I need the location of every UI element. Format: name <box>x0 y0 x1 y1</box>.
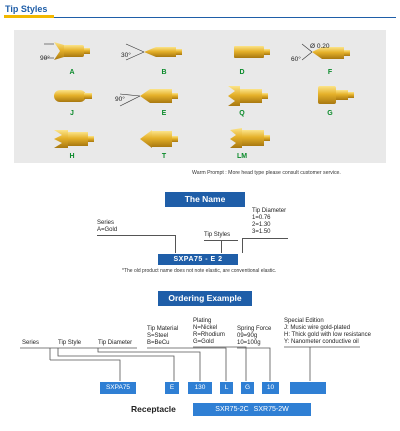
tip-label-g: G <box>327 110 333 117</box>
tip-a-icon <box>54 42 90 60</box>
section-title: Tip Styles <box>5 4 48 14</box>
tip-styles-label: Tip Styles <box>204 232 231 238</box>
receptacle-label: Receptacle <box>131 404 176 414</box>
angle-e: 90° <box>115 96 125 103</box>
ord-tip-material-label: Tip Material <box>147 326 179 332</box>
tip-diameter-value-1: 1=0.76 <box>252 215 271 221</box>
tip-e-icon <box>140 89 178 103</box>
ord-special-1: J: Music wire gold-plated <box>284 325 351 331</box>
ord-plating-3: G=Gold <box>193 339 214 345</box>
ord-tip-material-2: B=BeCu <box>147 340 170 346</box>
ord-box-tip-diameter: 130 <box>188 382 212 394</box>
name-banner: The Name <box>165 192 245 207</box>
tip-diameter-rule <box>242 238 288 239</box>
name-code: SXPA75 - E 2 <box>158 254 238 265</box>
tip-illustrations <box>44 42 354 148</box>
diameter-f: Ø 0.20 <box>310 43 330 50</box>
ord-spring-1: 09=90g <box>237 333 258 339</box>
ord-box-material: L <box>220 382 233 394</box>
ord-spring-label: Spring Force <box>237 326 272 332</box>
ord-special-3: Y: Nanometer conductive oil <box>284 339 359 345</box>
ord-tip-style-label: Tip Style <box>58 340 82 346</box>
tip-b-icon <box>144 47 182 57</box>
ord-box-special <box>290 382 326 394</box>
angle-a: 90° <box>40 55 50 62</box>
name-note: *The old product name does not note elas… <box>122 268 277 274</box>
header-divider <box>4 17 396 18</box>
tip-h-icon <box>54 130 94 148</box>
ord-tip-diameter-label: Tip Diameter <box>98 340 133 346</box>
ord-box-plating: G <box>241 382 254 394</box>
tip-label-a: A <box>69 69 75 76</box>
tip-t-icon <box>140 130 178 148</box>
ord-series-label: Series <box>22 340 40 346</box>
tip-diameter-drop <box>242 238 243 253</box>
tip-diameter-label: Tip Diameter <box>252 208 287 214</box>
tip-q-icon <box>228 86 268 106</box>
tip-diameter-value-3: 3=1.50 <box>252 229 271 235</box>
tip-label-b: B <box>161 69 167 76</box>
ord-plating-1: N=Nickel <box>193 325 218 331</box>
tip-label-d: D <box>239 69 245 76</box>
header-accent <box>4 15 54 18</box>
ord-plating-2: R=Rhodium <box>193 332 225 338</box>
tip-label-f: F <box>327 69 333 76</box>
tip-label-e: E <box>161 110 167 117</box>
ordering-banner: Ordering Example <box>158 291 252 306</box>
ord-special-2: H: Thick gold with low resistance <box>284 332 371 338</box>
series-label: Series <box>97 220 115 226</box>
tip-label-j: J <box>70 110 74 117</box>
tip-styles-panel <box>14 30 386 163</box>
series-rule <box>97 235 175 236</box>
tip-d-icon <box>234 46 270 58</box>
angle-f: 60° <box>291 56 301 63</box>
ord-spring-2: 10=100g <box>237 340 261 346</box>
ord-box-tip-style: E <box>165 382 179 394</box>
series-drop <box>175 235 176 253</box>
tip-label-h: H <box>69 153 75 160</box>
tip-label-q: Q <box>239 110 245 117</box>
ord-tip-material-1: S=Steel <box>147 333 169 339</box>
ord-plating-label: Plating <box>193 318 212 324</box>
ord-box-series: SXPA75 <box>100 382 136 394</box>
tip-lm-icon <box>230 128 270 148</box>
tip-f-icon <box>312 47 350 59</box>
tip-label-lm: LM <box>236 153 248 160</box>
warm-prompt: Warm Prompt : More head type please cons… <box>192 170 341 176</box>
ord-box-spring: 10 <box>262 382 279 394</box>
series-value: A=Gold <box>97 227 118 233</box>
tip-g-icon <box>318 86 354 104</box>
tip-label-t: T <box>161 153 167 160</box>
angle-b: 30° <box>121 52 131 59</box>
tip-styles-drop <box>221 240 222 253</box>
tip-j-icon <box>54 90 92 102</box>
receptacle-value: SXR75-2C SXR75-2W <box>193 403 311 416</box>
tip-diameter-value-2: 2=1.30 <box>252 222 271 228</box>
ord-special-label: Special Edition <box>284 318 324 324</box>
